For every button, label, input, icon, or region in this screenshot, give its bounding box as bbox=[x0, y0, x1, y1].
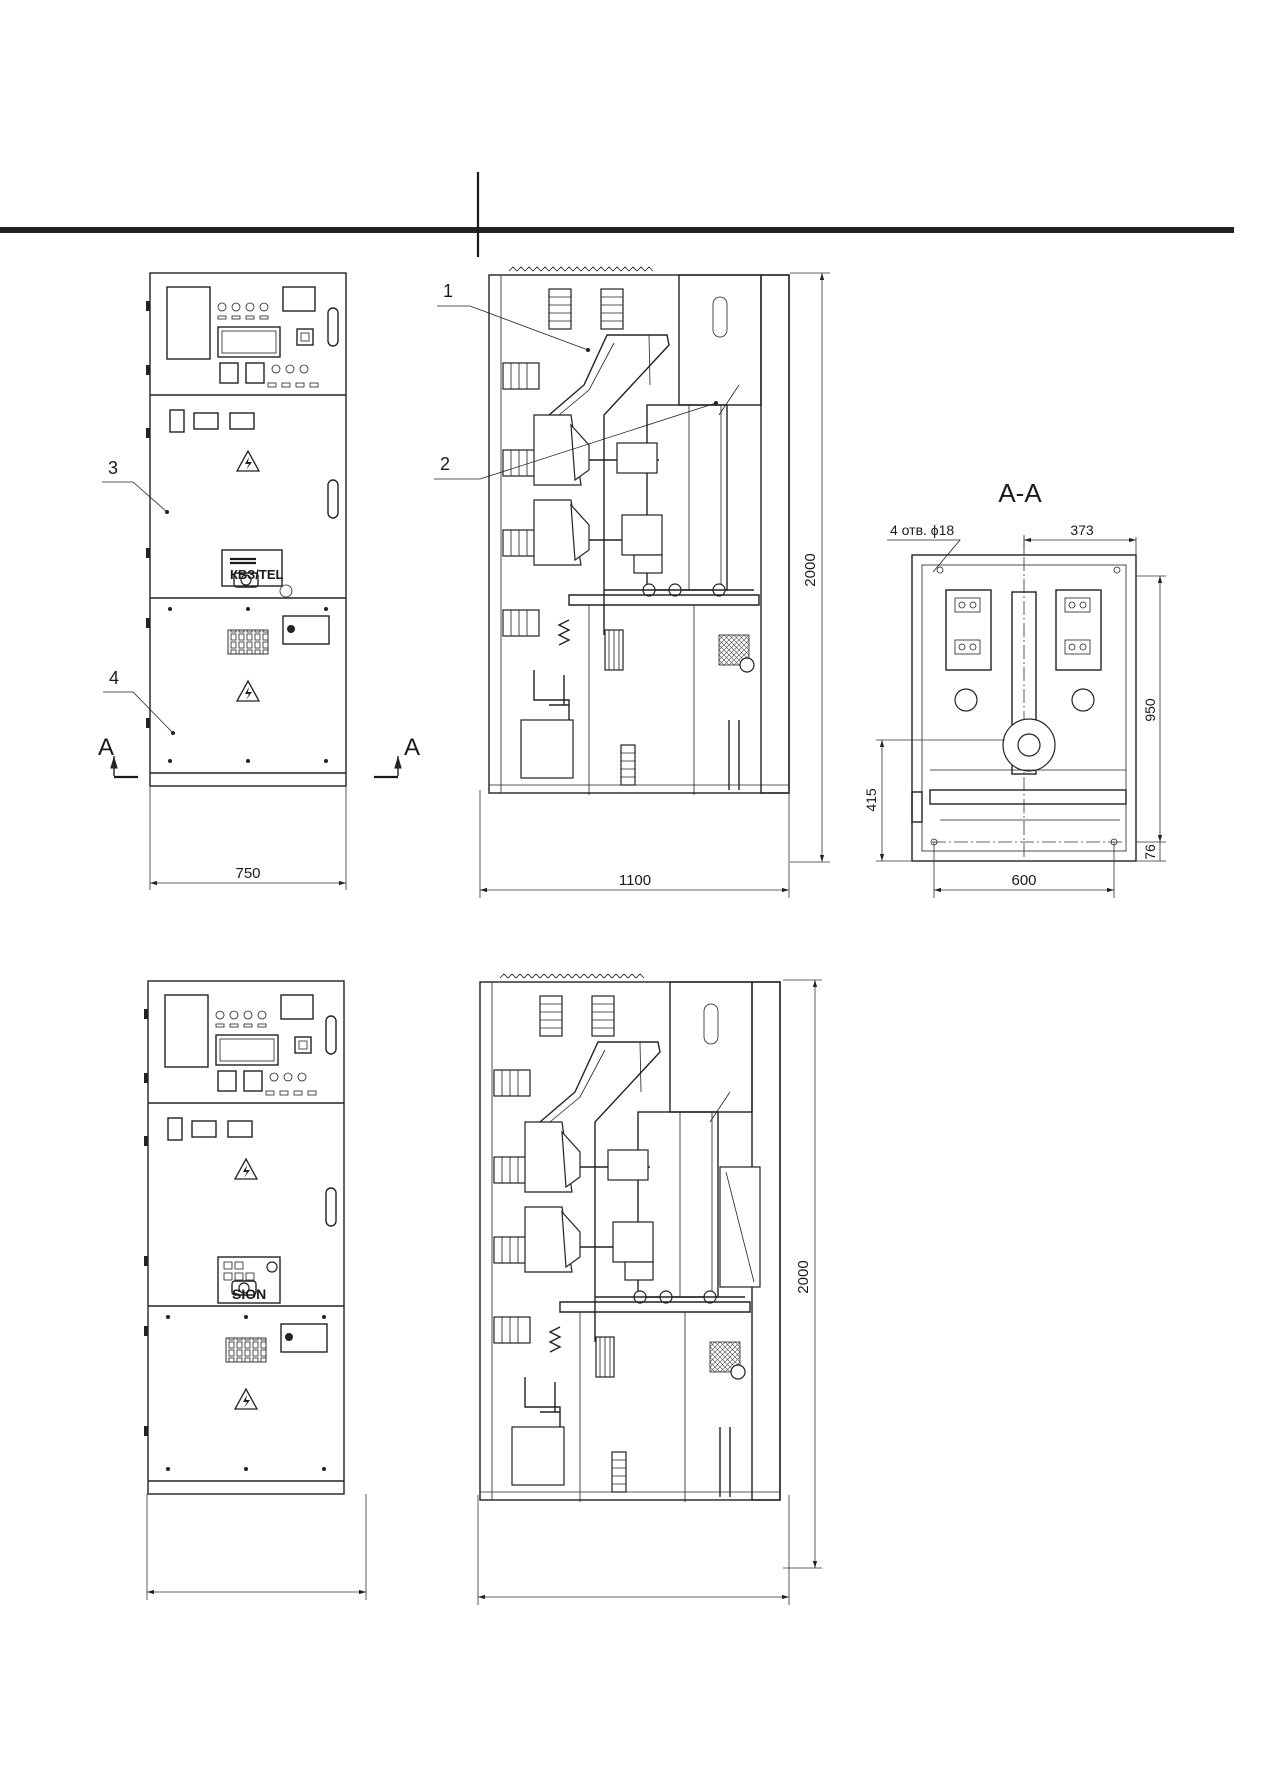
top-front-view: КВЗ/TEL bbox=[146, 273, 346, 786]
dimension-height-2000: 2000 bbox=[790, 272, 830, 863]
dimension-bottom-depth bbox=[477, 1495, 790, 1605]
svg-text:373: 373 bbox=[1070, 522, 1094, 538]
svg-text:A: A bbox=[404, 734, 420, 761]
top-side-view bbox=[488, 266, 790, 796]
section-title: А-А bbox=[998, 478, 1042, 508]
callout-4: 4 bbox=[109, 668, 119, 688]
vacuum-breaker-icon bbox=[1002, 718, 1056, 772]
relay-nameplate-text: SION bbox=[232, 1286, 266, 1302]
relay-nameplate-text: КВЗ/TEL bbox=[230, 567, 284, 582]
dimension-415: 415 bbox=[863, 739, 1005, 862]
svg-text:415: 415 bbox=[863, 788, 879, 812]
dimension-bottom-width bbox=[146, 1494, 367, 1600]
bottom-side-view bbox=[479, 973, 781, 1503]
dimension-373: 373 bbox=[1023, 522, 1137, 555]
callout-1: 1 bbox=[443, 281, 453, 301]
dimension-width-750: 750 bbox=[149, 786, 347, 890]
dimension-bottom-height-2000: 2000 bbox=[783, 979, 822, 1569]
svg-text:750: 750 bbox=[235, 865, 260, 882]
svg-text:A: A bbox=[98, 734, 114, 761]
dimension-depth-1100: 1100 bbox=[479, 790, 790, 898]
svg-text:76: 76 bbox=[1142, 844, 1158, 860]
section-mark-left: A bbox=[98, 734, 138, 779]
dimension-950: 950 bbox=[1136, 575, 1166, 843]
callout-2: 2 bbox=[440, 454, 450, 474]
title-bar-rule bbox=[0, 227, 1234, 233]
holes-note: 4 отв. ϕ18 bbox=[890, 522, 954, 538]
dimension-600: 600 bbox=[933, 842, 1115, 898]
callout-3: 3 bbox=[108, 458, 118, 478]
dimension-76: 76 bbox=[1136, 842, 1166, 862]
section-aa-view bbox=[911, 535, 1137, 862]
svg-text:600: 600 bbox=[1011, 872, 1036, 889]
relay-nameplate-kvz: КВЗ/TEL bbox=[221, 549, 293, 598]
bottom-front-view: SION bbox=[144, 981, 344, 1494]
svg-text:1100: 1100 bbox=[619, 872, 651, 889]
svg-text:2000: 2000 bbox=[795, 1260, 812, 1293]
relay-nameplate-sion: SION bbox=[217, 1256, 281, 1304]
svg-text:2000: 2000 bbox=[802, 553, 819, 586]
section-mark-right: A bbox=[374, 734, 420, 779]
svg-text:950: 950 bbox=[1142, 698, 1158, 722]
